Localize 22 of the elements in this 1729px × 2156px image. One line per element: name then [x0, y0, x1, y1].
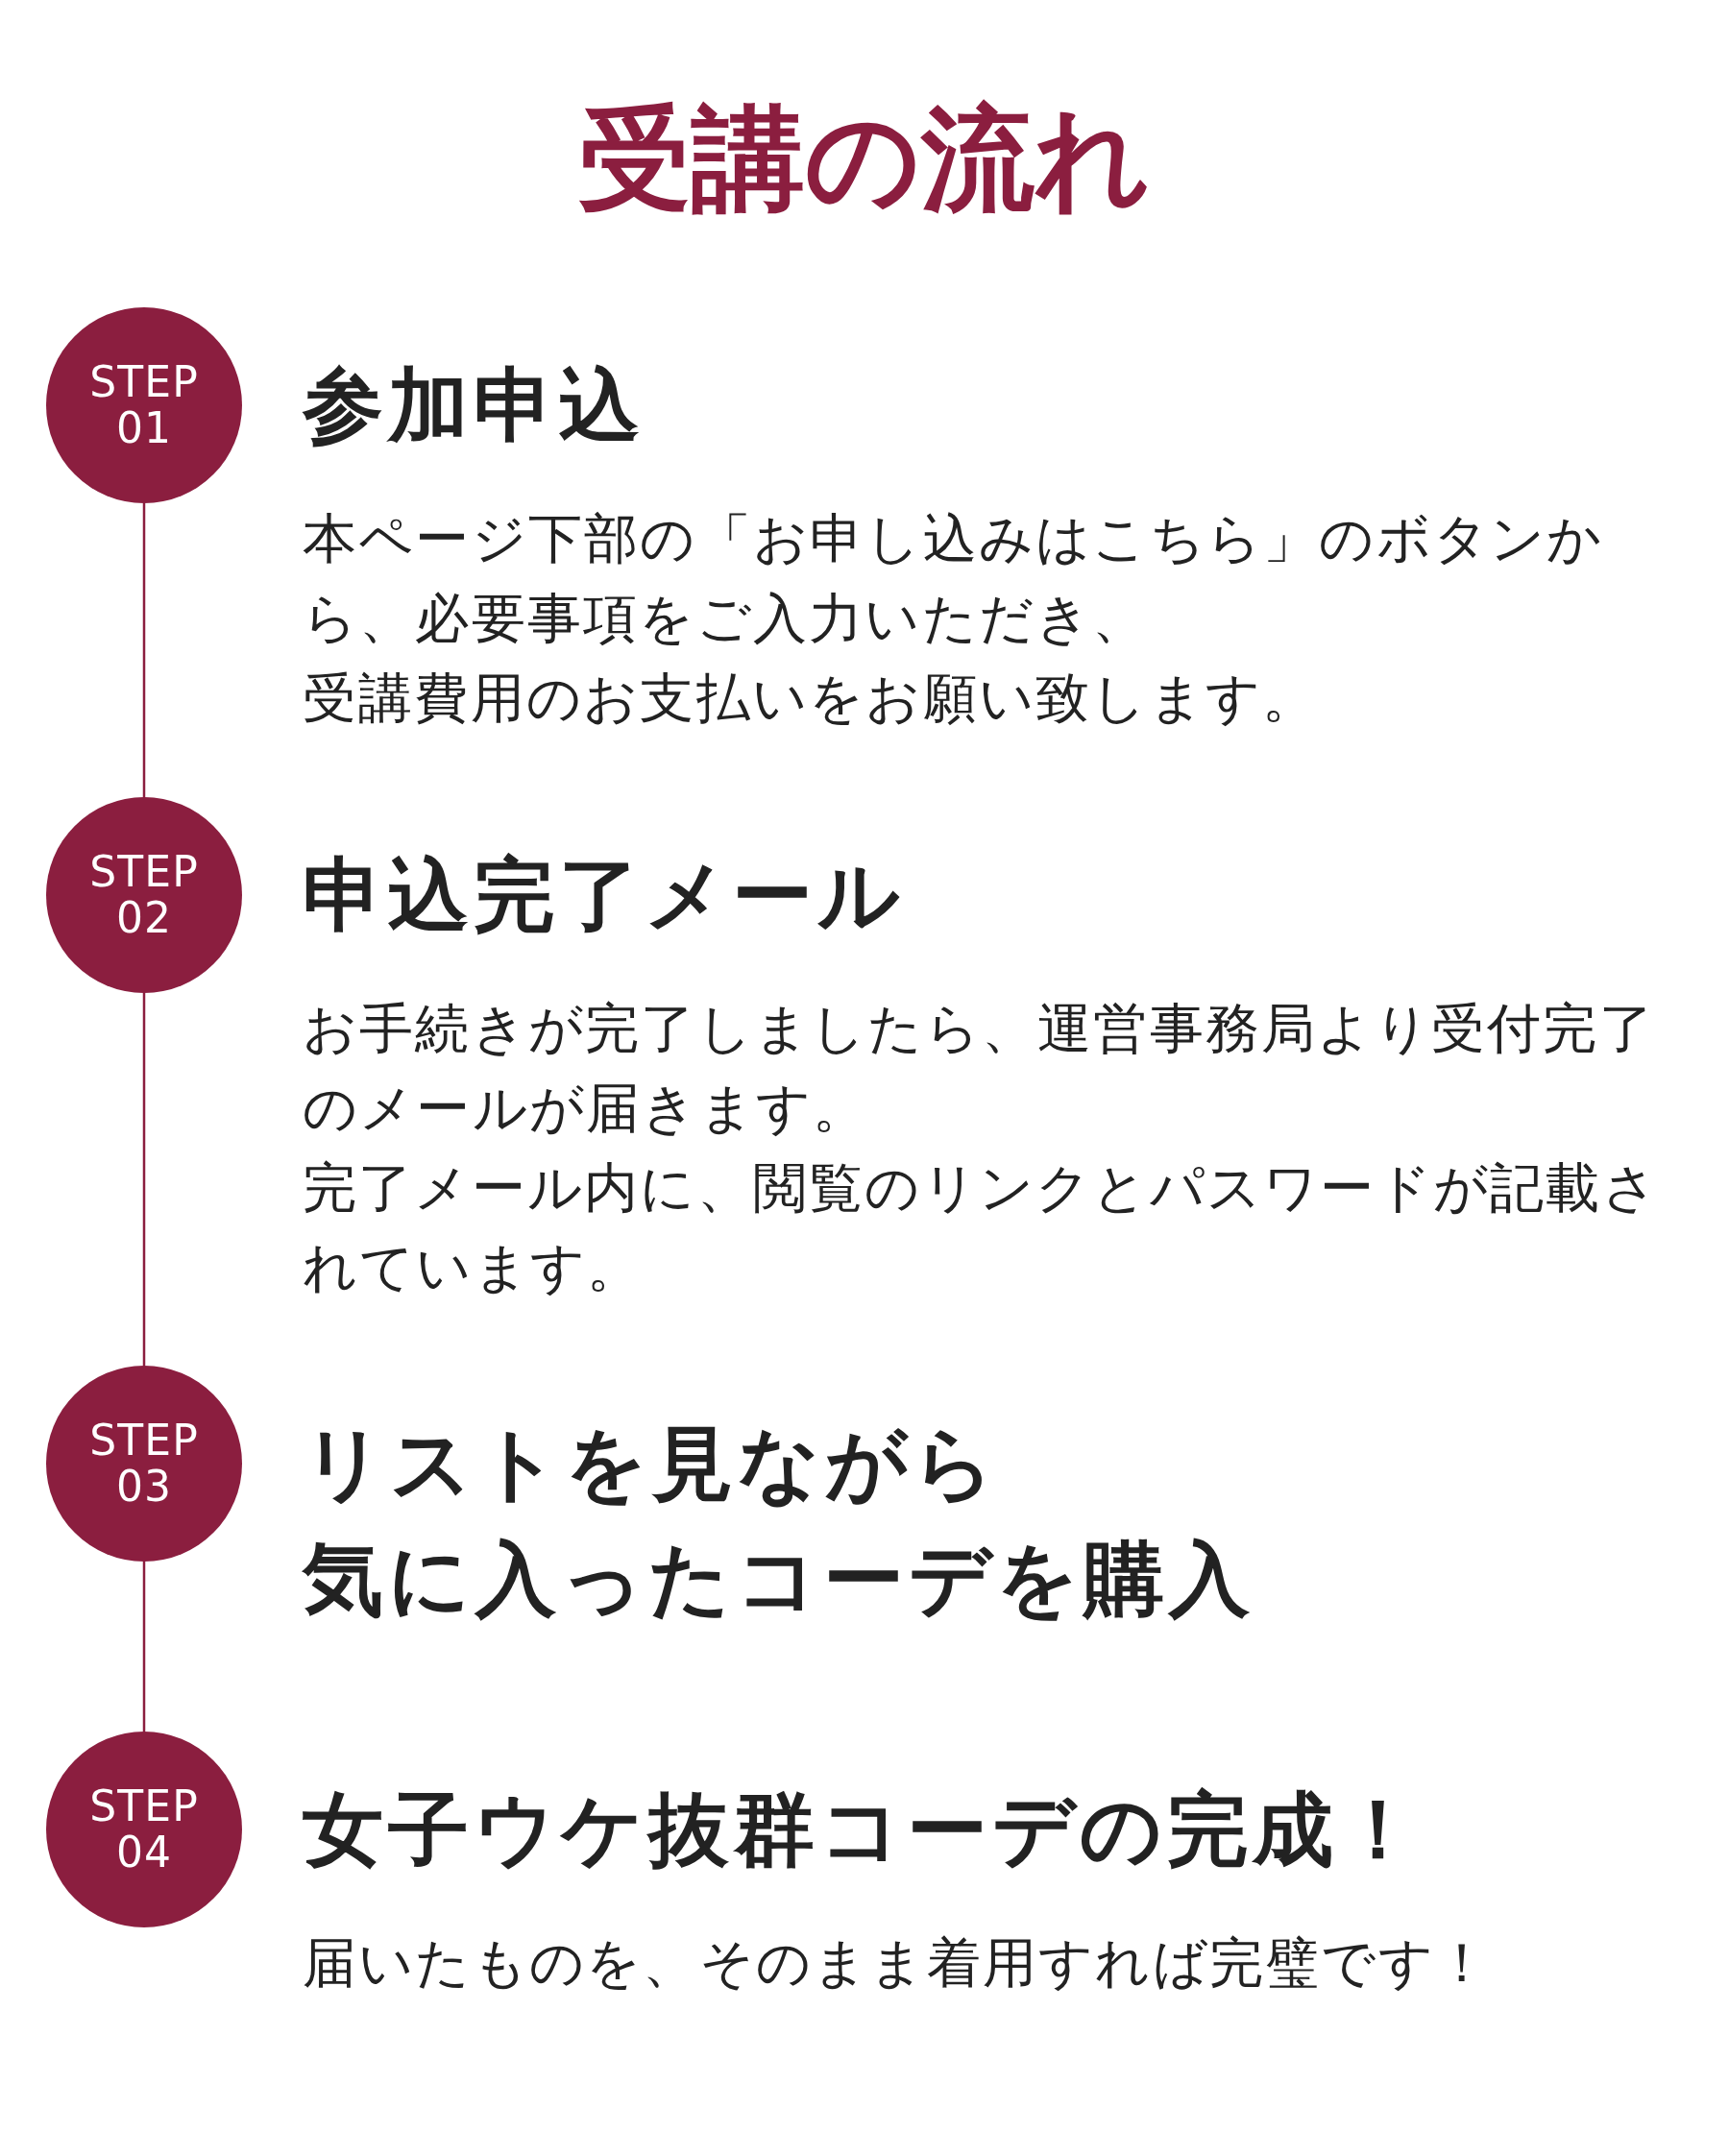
step-number: 03: [115, 1464, 173, 1510]
step-number: 01: [115, 405, 173, 451]
step-label: STEP: [89, 359, 199, 405]
step-description: お手続きが完了しましたら、運営事務局より受付完了のメールが届きます。: [303, 996, 1656, 1141]
step-description: 完了メール内に、閲覧のリンクとパスワードが記載されています。: [303, 1155, 1660, 1300]
step-heading: 申込完了メール: [303, 847, 907, 944]
step-description: 本ページ下部の「お申し込みはこちら」のボタンから、必要事項をご入力いただき、: [303, 506, 1605, 651]
connector-line: [142, 503, 146, 797]
step-heading: リストを見ながら: [303, 1416, 1002, 1513]
connector-line: [142, 993, 146, 1366]
step-number: 02: [115, 895, 173, 941]
step-label: STEP: [89, 1417, 199, 1464]
step-heading: 気に入ったコーデを購入: [303, 1531, 1256, 1628]
step-heading: 女子ウケ抜群コーデの完成！: [303, 1781, 1425, 1878]
step-description: 届いたものを、そのまま着用すれば完璧です！: [303, 1930, 1493, 1996]
step-label: STEP: [89, 849, 199, 895]
connector-line: [142, 1562, 146, 1732]
step-heading: 参加申込: [303, 357, 646, 454]
step-label: STEP: [89, 1783, 199, 1829]
step-number: 04: [115, 1829, 173, 1876]
step-description: 受講費用のお支払いをお願い致します。: [303, 666, 1320, 731]
page-title: 受講の流れ: [577, 91, 1152, 226]
